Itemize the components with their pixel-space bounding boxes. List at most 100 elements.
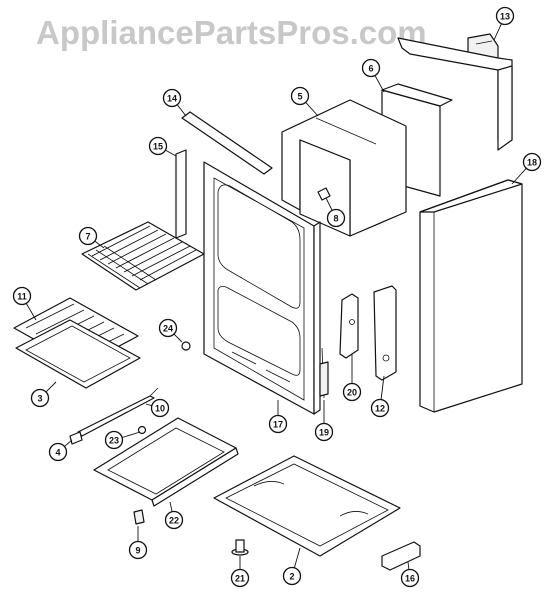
callout-circle: [162, 88, 182, 108]
part-21-leveling-leg: [231, 539, 249, 556]
callout-leader-line: [176, 104, 187, 117]
callout-circle: [164, 510, 184, 530]
callout-number: 3: [37, 394, 42, 404]
callout-2: 2: [282, 547, 302, 586]
part-back-side-panel: [397, 37, 513, 151]
callout-circle: [48, 442, 68, 462]
part-17-front-frame: [203, 161, 321, 415]
callout-number: 22: [169, 516, 179, 526]
callout-18: 18: [511, 152, 542, 185]
callout-circle: [282, 566, 302, 586]
callout-circle: [268, 414, 288, 434]
callout-leader-line: [325, 197, 333, 211]
callout-number: 18: [527, 158, 537, 168]
part-10-burner-rod: [77, 387, 159, 437]
callout-leader-line: [94, 240, 105, 249]
part-7-oven-rack: [81, 221, 205, 291]
callout-number: 11: [17, 292, 27, 302]
callout-leader-line: [305, 102, 319, 117]
callout-number: 20: [347, 388, 357, 398]
part-12-hinge-receiver: [373, 285, 397, 381]
part-24-nut: [181, 341, 191, 351]
part-16-anti-tip-bracket: [381, 541, 421, 571]
callout-circle: [314, 422, 334, 442]
callout-23: 23: [104, 430, 141, 450]
callout-leader-line: [511, 167, 527, 185]
callout-24: 24: [158, 318, 183, 343]
callout-number: 8: [333, 214, 338, 224]
callout-circle: [158, 318, 178, 338]
callout-7: 7: [78, 226, 105, 249]
callout-number: 12: [375, 404, 385, 414]
callout-leader-line: [407, 561, 410, 570]
callout-17: 17: [268, 400, 288, 434]
callout-number: 10: [155, 404, 165, 414]
callout-circle: [361, 58, 381, 78]
callout-leader-line: [493, 23, 502, 41]
callout-number: 23: [109, 436, 119, 446]
callout-number: 16: [405, 574, 415, 584]
callout-number: 6: [368, 64, 373, 74]
part-18-side-panel: [419, 179, 523, 413]
callout-circle: [30, 388, 50, 408]
callout-circle: [400, 568, 420, 588]
callout-circle: [326, 208, 346, 228]
callout-number: 4: [55, 448, 60, 458]
callout-10: 10: [145, 398, 170, 418]
callout-circle: [230, 568, 250, 588]
callout-leader-line: [45, 381, 57, 393]
callout-circle: [148, 136, 168, 156]
callout-21: 21: [230, 556, 250, 588]
callout-20: 20: [342, 354, 362, 402]
callout-15: 15: [148, 136, 177, 157]
callout-9: 9: [128, 526, 148, 560]
callout-number: 7: [85, 232, 90, 242]
callout-3: 3: [30, 381, 57, 408]
callout-leader-line: [64, 439, 73, 447]
part-9-orifice: [133, 509, 145, 525]
part-22-burner-tray: [93, 417, 239, 507]
callout-leader-line: [374, 75, 385, 93]
callout-number: 2: [289, 572, 294, 582]
callout-11: 11: [12, 286, 37, 321]
callout-leader-line: [380, 375, 385, 400]
callout-leader-line: [25, 303, 37, 321]
callout-circle: [128, 540, 148, 560]
callout-19: 19: [314, 400, 334, 442]
callout-number: 15: [153, 142, 163, 152]
callout-leader-line: [173, 333, 183, 343]
callout-number: 17: [273, 420, 283, 430]
part-20-hinge-bracket: [339, 293, 359, 359]
callout-number: 13: [500, 12, 510, 22]
callout-8: 8: [325, 197, 346, 228]
callout-13: 13: [493, 6, 515, 41]
part-8-clip: [317, 187, 331, 201]
part-19-spring: [319, 347, 329, 399]
callout-circle: [290, 86, 310, 106]
callout-number: 5: [297, 92, 302, 102]
callout-circle: [78, 226, 98, 246]
callout-6: 6: [361, 58, 385, 93]
watermark: AppliancePartsPros.com: [36, 14, 427, 51]
callout-circle: [495, 6, 515, 26]
part-23-screw: [137, 425, 147, 435]
callout-22: 22: [164, 501, 184, 530]
callout-leader-line: [165, 149, 177, 157]
callout-number: 9: [135, 546, 140, 556]
callout-circle: [370, 398, 390, 418]
callout-number: 21: [235, 574, 245, 584]
callout-number: 14: [167, 94, 177, 104]
callout-circle: [342, 382, 362, 402]
callout-leader-line: [121, 431, 141, 438]
callout-circle: [12, 286, 32, 306]
callout-circle: [150, 398, 170, 418]
part-2-bottom-panel: [213, 455, 401, 557]
callout-number: 24: [163, 324, 173, 334]
callout-5: 5: [290, 86, 319, 117]
part-15-side-trim: [175, 149, 187, 239]
callout-number: 19: [319, 428, 329, 438]
callout-circle: [104, 430, 124, 450]
callout-14: 14: [162, 88, 187, 117]
callout-circle: [522, 152, 542, 172]
